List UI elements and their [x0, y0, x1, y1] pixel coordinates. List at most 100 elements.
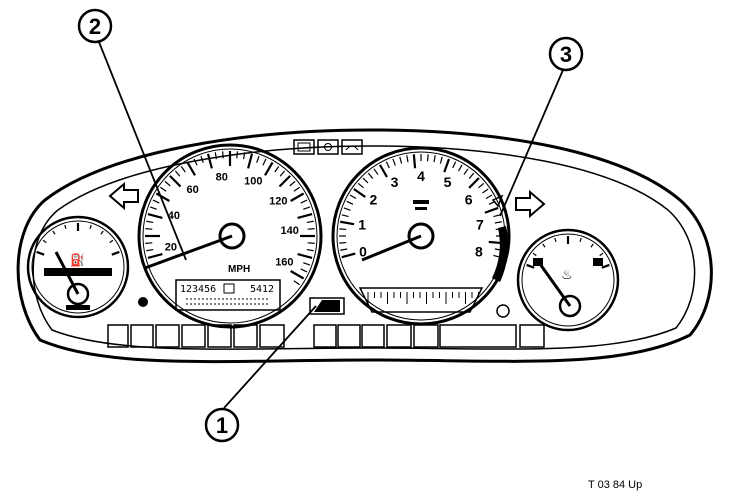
speedometer-label: 120 — [269, 195, 287, 207]
speedometer-tick — [147, 212, 163, 219]
speedometer-tick — [279, 170, 286, 177]
speedometer-tick — [149, 206, 157, 210]
tachometer-tick — [341, 214, 349, 218]
tachometer-label: 1 — [358, 216, 366, 232]
indicator-lamp — [155, 324, 180, 348]
warning-lamp-right — [341, 139, 363, 155]
speedometer-label: 40 — [168, 210, 180, 222]
speedometer-tick — [303, 206, 311, 210]
tachometer-label: 4 — [417, 168, 425, 184]
speedometer-tick — [274, 166, 280, 173]
tachometer-label: 5 — [444, 174, 452, 190]
m-badge — [309, 297, 345, 315]
tachometer-label: 0 — [359, 244, 367, 260]
speedometer-tick — [242, 152, 246, 160]
indicator-dot — [138, 297, 148, 307]
speedometer-tick — [247, 153, 254, 169]
callout-2-leader — [98, 41, 187, 261]
speedometer-tick — [293, 186, 300, 192]
fuel-tick — [109, 239, 114, 244]
speedometer-tick — [306, 248, 314, 252]
tachometer-tick — [406, 155, 409, 163]
figure-caption: T 03 84 Up — [588, 479, 642, 491]
indicator-lamp — [207, 324, 232, 348]
speedometer-tick — [236, 151, 239, 159]
tachometer-tick — [443, 158, 451, 173]
tachometer-tick — [353, 188, 366, 198]
tachometer-tick — [482, 188, 489, 194]
speedometer-tick — [297, 253, 313, 260]
tachometer-tick — [341, 252, 356, 259]
tachometer-tick — [478, 182, 485, 189]
tachometer-tick — [339, 241, 347, 244]
temp-tick — [532, 252, 537, 257]
fuel-tick — [100, 230, 104, 235]
indicator-lamp — [233, 324, 258, 348]
fuel-gauge: ⛽ — [26, 215, 130, 319]
callout-3: 3 — [548, 36, 584, 72]
speedometer-needle — [144, 234, 233, 270]
indicator-lamp — [259, 324, 285, 348]
tachometer-tick — [485, 194, 493, 200]
tachometer-tick — [392, 158, 396, 166]
tachometer-tick — [484, 206, 499, 214]
speedometer-tick — [174, 170, 181, 177]
speedometer-tick — [193, 158, 198, 166]
speedometer-tick — [290, 192, 305, 202]
temp-tick — [590, 243, 594, 248]
tachometer-tick — [463, 168, 469, 175]
speedometer-tick — [146, 220, 154, 224]
speedometer-tick — [145, 242, 153, 245]
fuel-tick — [42, 239, 47, 244]
temp-tick — [601, 263, 610, 269]
speedometer-tick — [206, 153, 213, 169]
indicator-lamp — [386, 324, 412, 348]
indicator-lamp — [337, 324, 361, 348]
speedometer-tick — [289, 180, 296, 187]
speedometer-tick — [293, 280, 300, 286]
tachometer-tick — [340, 220, 355, 226]
fuel-pump-icon: ⛽ — [70, 253, 85, 267]
indicator-lamp — [439, 324, 517, 348]
speedometer-tick — [180, 166, 186, 173]
odometer-trip: 5412 — [250, 284, 274, 295]
temperature-icon: ♨ — [561, 267, 573, 282]
speedometer-tick — [147, 253, 163, 260]
temp-tick — [579, 237, 582, 243]
speedometer-tick — [145, 227, 153, 230]
tachometer-tick — [452, 161, 457, 169]
tachometer-tick — [343, 207, 351, 211]
bottom-indicator-lamps — [107, 324, 545, 348]
temp-tick — [599, 252, 604, 257]
speedometer-tick — [290, 270, 305, 280]
speedometer-tick — [221, 151, 224, 159]
tachometer-needle — [361, 234, 422, 262]
tachometer-redline — [492, 226, 509, 282]
fuel-tick — [89, 224, 92, 230]
temp-tick — [554, 237, 557, 243]
speedometer-tick — [146, 248, 154, 252]
speedometer-tick — [303, 262, 311, 266]
tachometer-tick — [468, 172, 475, 179]
callout-1-leader — [223, 305, 317, 409]
callout-3-leader — [499, 69, 564, 217]
speedometer-label: 160 — [275, 256, 293, 268]
temperature-gauge: ♨ — [516, 228, 620, 332]
speedometer-tick — [152, 199, 160, 204]
speedometer-tick — [186, 161, 196, 176]
reset-knob — [496, 304, 510, 318]
indicator-lamp — [107, 324, 129, 348]
speedometer-label: 60 — [186, 184, 198, 196]
top-warning-lamps — [293, 139, 363, 155]
tachometer-label: 2 — [370, 191, 378, 207]
fuel-tick — [111, 250, 120, 256]
fuel-tick — [52, 230, 56, 235]
speedometer-tick — [307, 227, 315, 230]
tachometer-tick — [349, 194, 357, 200]
speedometer-tick — [300, 268, 308, 273]
tachometer-tick — [494, 221, 502, 224]
temperature-needle — [538, 263, 572, 307]
